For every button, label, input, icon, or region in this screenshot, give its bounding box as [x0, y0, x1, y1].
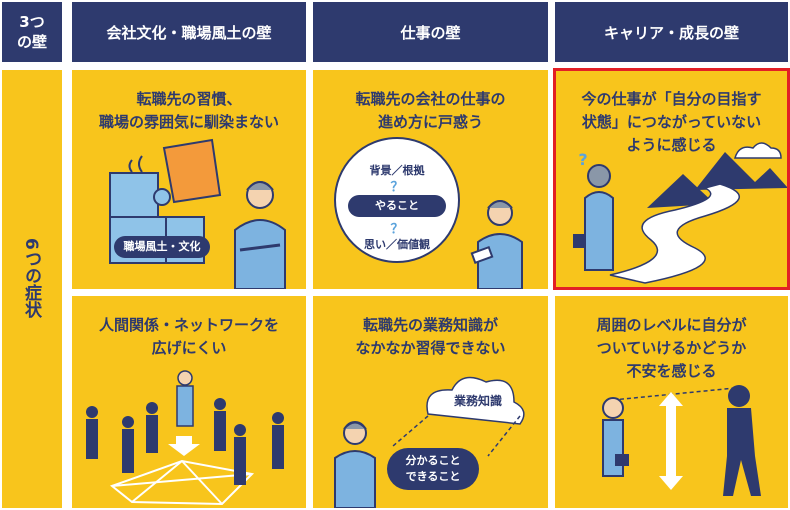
network-lines: [109, 459, 255, 506]
businessman-back-view-icon: [573, 164, 614, 271]
career-path-illustration: [573, 142, 788, 284]
work-style-illustration: [334, 137, 523, 289]
cell-career-direction: 今の仕事が「自分の目指す 状態」につながっていない ように感じる ?: [555, 70, 788, 289]
cell-business-knowledge: 転職先の業務知識が なかなか習得できない 業務知識 分かること できること: [313, 296, 548, 508]
businessman-with-phone-icon: [470, 200, 523, 289]
cell-work-style: 転職先の会社の仕事の 進め方に戸惑う 背景／根拠 ？ やること ？ 思い／価値観: [313, 70, 548, 289]
cell-workplace-culture: 転職先の習慣、 職場の雰囲気に馴染まない 職場風土・文化: [72, 70, 306, 289]
anxious-businessman-icon: [602, 397, 629, 477]
known-capable-label: 分かること できること: [387, 448, 479, 490]
question-mark: ？: [390, 222, 404, 237]
cloud-icon: [734, 142, 782, 159]
cell-title: 人間関係・ネットワークを 広げにくい: [98, 316, 279, 357]
cell-title: 今の仕事が「自分の目指す 状態」につながっていない ように感じる: [581, 90, 762, 154]
question-mark: ？: [390, 180, 404, 195]
puzzle-piece-icon: [109, 172, 159, 222]
person-center-icon: [176, 370, 194, 427]
cell-title: 転職先の業務知識が なかなか習得できない: [355, 316, 506, 357]
tall-person-silhouette-icon: [723, 385, 761, 496]
culture-label: 職場風土・文化: [114, 236, 210, 258]
businessman-arms-crossed-icon: [234, 181, 286, 289]
arrow-down-icon: [168, 436, 200, 456]
background-reason-text: 背景／根拠: [369, 164, 425, 177]
double-arrow-icon: [659, 392, 683, 490]
row-label: 6つの症状: [2, 70, 62, 508]
level-gap-illustration: [602, 385, 761, 496]
gap-line: [487, 415, 521, 457]
cell-title: 周囲のレベルに自分が ついていけるかどうか 不安を感じる: [596, 316, 747, 380]
corner-header: 3つ の壁: [2, 2, 62, 62]
business-knowledge-label: 業務知識: [453, 394, 502, 408]
gap-line: [392, 415, 429, 447]
todo-label: やること: [348, 195, 446, 217]
knowledge-illustration: [334, 376, 525, 508]
puzzle-knob: [153, 188, 171, 206]
network-illustration: [86, 370, 284, 506]
question-mark: ?: [578, 150, 588, 169]
column-header-work: 仕事の壁: [313, 2, 548, 62]
cell-network: 人間関係・ネットワークを 広げにくい: [72, 296, 306, 508]
feelings-values-text: 思い／価値観: [364, 238, 430, 251]
cloud-icon: [426, 376, 525, 425]
column-header-culture: 会社文化・職場風土の壁: [72, 2, 306, 62]
cell-level-anxiety: 周囲のレベルに自分が ついていけるかどうか 不安を感じる: [555, 296, 788, 508]
mountain-icon: [647, 174, 715, 208]
mountain-icon: [695, 152, 788, 190]
cell-title: 転職先の会社の仕事の 進め方に戸惑う: [355, 90, 506, 131]
puzzle-piece-orange-icon: [162, 138, 222, 204]
column-header-career: キャリア・成長の壁: [555, 2, 788, 62]
cell-title: 転職先の習慣、 職場の雰囲気に馴染まない: [98, 90, 279, 131]
highlight-frame: [553, 68, 790, 290]
row-label-text: 6つの症状: [21, 238, 41, 318]
businessman-thinking-icon: [334, 421, 376, 508]
person-silhouette-icon: [86, 398, 284, 485]
winding-path: [609, 183, 740, 284]
motion-lines: [128, 155, 143, 173]
